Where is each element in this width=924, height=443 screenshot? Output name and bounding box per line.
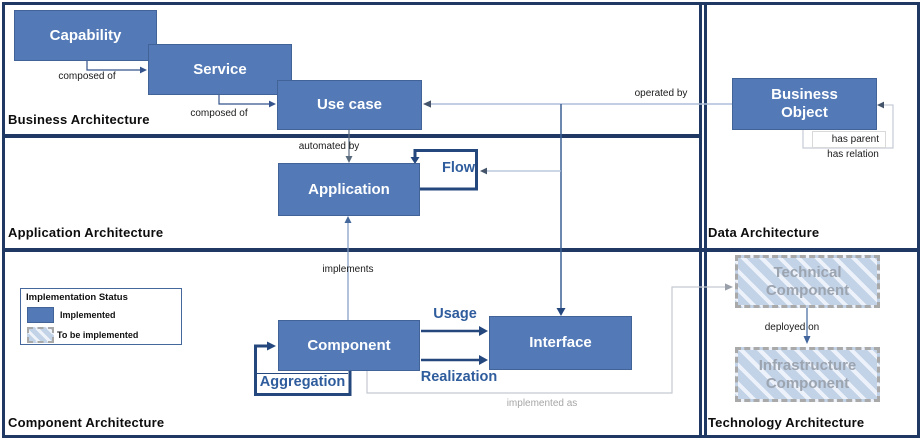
edge-label-composed-of-1: composed of [58,71,116,82]
node-business-object: Business Object [732,78,877,130]
edge-implements [344,216,352,320]
edge-realization [421,355,488,365]
edge-label-operated-by: operated by [634,88,688,99]
legend-label-implemented: Implemented [60,310,116,320]
edge-label-composed-of-2: composed of [190,108,248,119]
node-use-case: Use case [277,80,422,130]
edge-deployed-on [803,308,811,344]
edge-branch-to-flow [480,167,561,175]
legend-label-to-be-implemented: To be implemented [57,330,139,340]
node-application-label: Application [308,180,390,198]
relation-label-flow: Flow [441,160,476,176]
edge-automated-by [345,130,353,163]
node-service-label: Service [193,60,247,78]
section-label-component: Component Architecture [8,415,165,430]
node-interface-label: Interface [529,334,592,351]
node-capability: Capability [14,10,157,61]
legend: Implementation Status Implemented To be … [20,288,182,345]
edge-composed-of-1 [86,61,147,74]
node-infrastructure-component-label: Infrastructure Component [758,356,857,392]
divider-vertical-right [704,2,707,438]
node-component-label: Component [307,336,391,354]
section-label-data: Data Architecture [708,225,820,240]
section-label-technology: Technology Architecture [708,415,865,430]
relation-label-realization: Realization [420,369,498,385]
node-interface: Interface [489,316,632,370]
edge-composed-of-2 [218,95,276,108]
node-component: Component [278,320,420,371]
legend-swatch-to-be-implemented [27,327,54,343]
divider-business-application [5,134,701,138]
divider-horizontal-middle [5,248,917,252]
node-business-object-label: Business Object [771,86,838,121]
edge-operated-by [423,100,732,108]
node-service: Service [148,44,292,95]
edge-label-implemented-as: implemented as [506,398,578,409]
node-capability-label: Capability [49,26,122,44]
edge-label-has-relation: has relation [827,149,879,160]
edge-label-implements: implements [322,264,374,275]
edge-aggregation-loop [254,341,352,396]
edge-label-deployed-on: deployed on [764,322,820,333]
node-technical-component: Technical Component [735,255,880,308]
legend-title: Implementation Status [26,292,128,303]
legend-swatch-implemented [27,307,54,323]
node-infrastructure-component: Infrastructure Component [735,347,880,402]
edge-usage [421,326,488,336]
edge-label-automated-by: automated by [298,141,360,152]
edge-operated-by-drop-to-interface [556,104,566,316]
edge-business-object-loop [802,101,894,149]
edge-flow-loop [410,149,478,191]
node-technical-component-label: Technical Component [765,263,850,299]
relation-label-usage: Usage [433,306,477,322]
outer-border [2,2,920,438]
divider-vertical-left [699,2,702,438]
relation-label-aggregation: Aggregation [257,373,348,393]
node-application: Application [278,163,420,216]
edge-label-has-parent: has parent [812,131,886,148]
edge-implemented-as [366,283,733,394]
section-label-application: Application Architecture [8,225,164,240]
node-use-case-label: Use case [316,96,383,113]
section-label-business: Business Architecture [8,112,150,127]
